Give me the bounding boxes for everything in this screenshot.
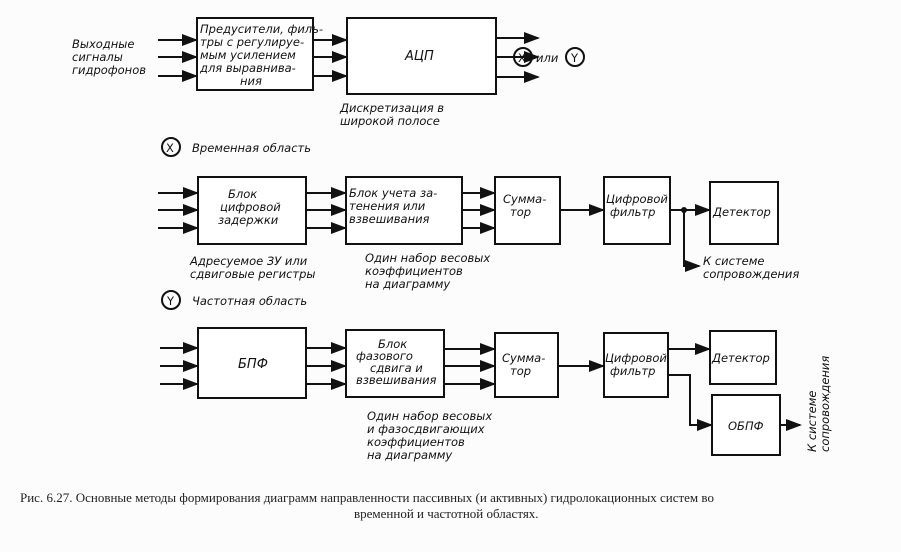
time-domain-tracking-note-0-text: К системе xyxy=(703,254,764,268)
time-domain-tracking-note-1-text: сопровождения xyxy=(703,267,799,281)
row2-input-arrows xyxy=(158,187,199,234)
x-marker-circle xyxy=(513,47,533,67)
time-domain-shading-block-0-text: Блок учета за- xyxy=(349,186,437,200)
freq-domain-phase-block-3-text: взвешивания xyxy=(356,373,437,387)
row1-input-label-0-text: Выходные xyxy=(72,37,134,51)
row1-input-label: Выходные сигналы гидрофонов xyxy=(72,37,146,77)
time-domain-summator-block-1-text: тор xyxy=(510,205,531,219)
freq-domain-tracking-note-1-text: сопровождения xyxy=(818,356,832,452)
digital-filter-block xyxy=(603,176,671,245)
time-domain-title: Временная область xyxy=(192,141,311,155)
detector-block xyxy=(709,181,779,245)
time-domain-summator-block-0-text: Сумма- xyxy=(503,192,546,206)
caption-line-1: Рис. 6.27. Основные методы формирования … xyxy=(20,490,714,505)
time-domain-weights-note-0-text: Один набор весовых xyxy=(365,251,490,265)
row3-input-arrows xyxy=(160,342,199,390)
caption-line-2: временной и частотной областях. xyxy=(354,506,539,521)
filter-to-ifft-arrow xyxy=(668,374,713,431)
row1-preamp-block-3-text: для выравнива- xyxy=(199,61,296,75)
freq-domain-phase-block-0-text: Блок xyxy=(378,337,407,351)
row3-phase-to-summator-arrows xyxy=(444,343,496,390)
row1-input-arrows xyxy=(158,34,198,82)
time-domain-delay-block-2-text: задержки xyxy=(218,213,279,227)
row1-preamp-block-2-text: мым усилением xyxy=(200,48,296,62)
time-domain-filter-block-0-text: Цифровой xyxy=(606,192,668,206)
freq-domain-weights-note-2-text: коэффициентов xyxy=(367,435,465,449)
freq-domain-weights-note-0-text: Один набор весовых xyxy=(367,409,492,423)
row1-y-marker-text: Y xyxy=(570,51,579,65)
digital-filter-block-freq xyxy=(603,332,669,398)
row2-shading-to-summator-arrows xyxy=(462,187,496,234)
freq-domain-weights-note-1-text: и фазосдвигающих xyxy=(367,422,485,436)
freq-domain-phase-block-2-text: сдвига и xyxy=(370,361,423,375)
freq-tracking-note: К системе сопровождения xyxy=(805,356,832,452)
time-domain-shading-block-2-text: взвешивания xyxy=(349,212,430,226)
time-domain-delay-block-0-text: Блок xyxy=(228,187,257,201)
time-domain-filter-block-1-text: фильтр xyxy=(610,205,655,219)
time-domain-delay-block-1-text: цифровой xyxy=(220,200,281,214)
freq-domain-phase-block-1-text: фазового xyxy=(356,349,413,363)
time-domain-detector-block-text: Детектор xyxy=(712,205,771,219)
adc-label: АЦП xyxy=(404,49,434,64)
freq-domain-title: Частотная область xyxy=(192,294,307,308)
time-domain-weights-note-2-text: на диаграмму xyxy=(365,277,450,291)
time-domain-shading-block-1-text: тенения или xyxy=(349,199,426,213)
row3-fft-to-phase-arrows xyxy=(306,342,347,390)
preamp-block xyxy=(196,17,314,91)
time-domain-marker-text: X xyxy=(166,141,174,155)
freq-domain-tracking-note-0-text: К системе xyxy=(805,391,819,452)
freq-domain-detector-block-text: Детектор xyxy=(711,351,770,365)
freq-domain-fft-block-text: БПФ xyxy=(238,357,268,372)
row1-input-label-2-text: гидрофонов xyxy=(72,63,146,77)
fft-block xyxy=(197,327,307,399)
row1-adc-note-1-text: широкой полосе xyxy=(340,114,440,128)
freq-domain-marker xyxy=(161,290,181,310)
ifft-block xyxy=(711,394,781,456)
time-domain-delay-note-0-text: Адресуемое ЗУ или xyxy=(189,254,308,268)
row1-preamp-block-1-text: тры с регулируе- xyxy=(200,35,304,49)
freq-domain-filter-block-1-text: фильтр xyxy=(610,364,655,378)
freq-domain-filter-block-0-text: Цифровой xyxy=(605,351,667,365)
freq-domain-ifft-block-text: ОБПФ xyxy=(728,419,764,433)
row1-preamp-block-0-text: Предусители, филь- xyxy=(200,22,323,36)
time-domain-marker xyxy=(161,137,181,157)
freq-domain-weights-note-3-text: на диаграмму xyxy=(367,448,452,462)
detector-block-freq xyxy=(709,330,777,385)
phase-shift-block xyxy=(345,329,445,398)
delay-block xyxy=(197,176,307,245)
time-domain-weights-note-1-text: коэффициентов xyxy=(365,264,463,278)
row1-or-text-text: или xyxy=(536,51,559,65)
row2-delay-to-shading-arrows xyxy=(306,187,347,234)
row1-preamp-block-4-text: ния xyxy=(240,74,262,88)
tracking-branch-arrow xyxy=(683,210,701,272)
row1-input-label-1-text: сигналы xyxy=(72,50,123,64)
row1-x-marker-text: X xyxy=(518,51,526,65)
y-marker-circle xyxy=(565,47,585,67)
freq-domain-marker-text: Y xyxy=(166,294,175,308)
freq-domain-summator-block-1-text: тор xyxy=(510,364,531,378)
row1-adc-note-0-text: Дискретизация в xyxy=(339,101,444,115)
freq-domain-summator-block-0-text: Сумма- xyxy=(502,351,545,365)
time-domain-delay-note-1-text: сдвиговые регистры xyxy=(190,267,315,281)
shading-block xyxy=(345,176,463,245)
preamp-to-adc-arrows xyxy=(313,34,348,82)
